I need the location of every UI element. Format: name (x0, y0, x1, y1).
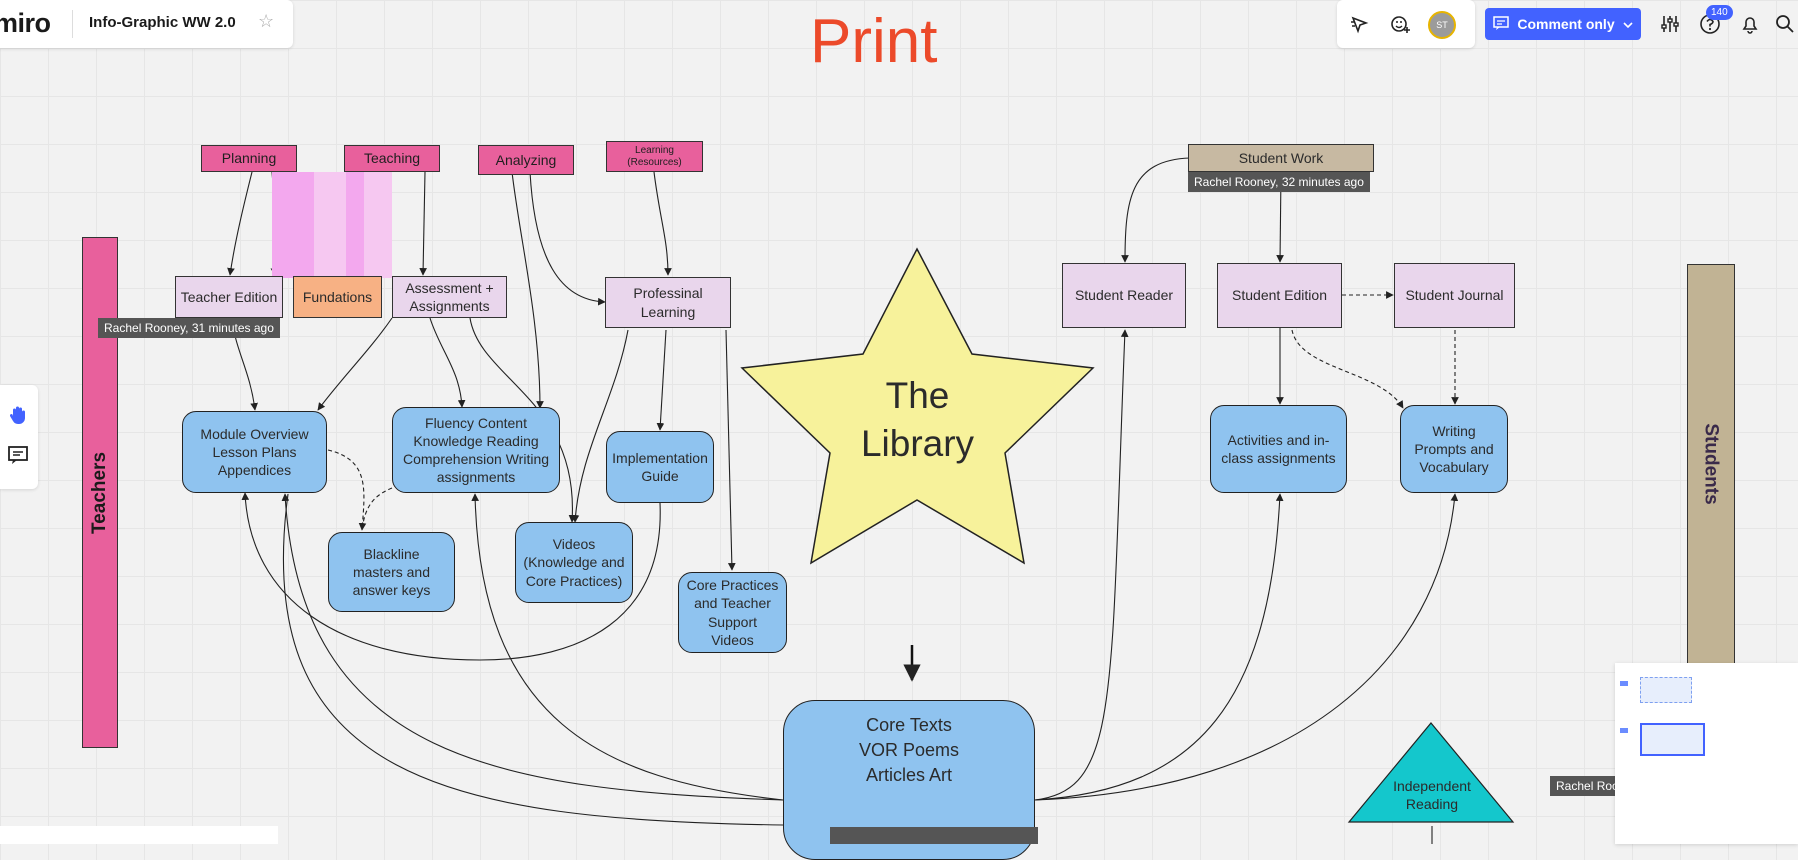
comment-icon (1493, 15, 1510, 33)
author-tooltip-student-work: Rachel Rooney, 32 minutes ago (1188, 172, 1370, 192)
module-overview-node[interactable]: Module Overview Lesson Plans Appendices (182, 411, 327, 493)
stripe-highlight-4 (364, 172, 392, 278)
student-edition-node[interactable]: Student Edition (1217, 263, 1342, 328)
assessment-node[interactable]: Assessment + Assignments (392, 276, 507, 318)
library-star-line2: Library (860, 423, 975, 464)
student-reader-node[interactable]: Student Reader (1062, 263, 1186, 328)
stripe-highlight-2 (314, 172, 346, 278)
stripe-highlight-1 (272, 172, 314, 278)
star-icon[interactable]: ☆ (258, 11, 275, 31)
minimap-frame-icon-2 (1620, 728, 1628, 733)
fundations-node[interactable]: Fundations (293, 276, 382, 318)
header-divider (72, 10, 73, 38)
teacher-edition-node[interactable]: Teacher Edition (175, 276, 283, 318)
hand-icon[interactable] (4, 401, 32, 429)
independent-reading-label[interactable]: Independent Reading (1393, 777, 1471, 812)
professional-learning-node[interactable]: Professinal Learning (605, 277, 731, 328)
left-toolbar (0, 385, 38, 489)
independent-reading-triangle (1347, 722, 1515, 823)
canvas-heading: Print (810, 7, 938, 76)
library-star-label[interactable]: The Library (830, 370, 1005, 470)
minimap-frame-2[interactable] (1640, 723, 1705, 756)
search-icon[interactable] (1772, 11, 1798, 37)
library-star-line1: The (885, 374, 950, 416)
help-badge: 140 (1706, 5, 1733, 20)
planning-node[interactable]: Planning (201, 145, 297, 172)
author-tooltip-right: Rachel Roo (1550, 776, 1625, 796)
activities-node[interactable]: Activities and in-class assignments (1210, 405, 1347, 493)
comment-only-button[interactable]: Comment only (1485, 8, 1641, 40)
stripe-highlight-3 (346, 172, 364, 278)
board-minimap[interactable] (1615, 663, 1798, 844)
bottom-author-tooltip (830, 827, 1038, 844)
student-work-node[interactable]: Student Work (1188, 144, 1374, 172)
analyzing-node[interactable]: Analyzing (478, 145, 574, 175)
blackline-masters-node[interactable]: Blackline masters and answer keys (328, 532, 455, 612)
students-bar[interactable]: Students (1687, 264, 1735, 664)
learning-resources-node[interactable]: Learning (Resources) (606, 141, 703, 172)
student-journal-node[interactable]: Student Journal (1394, 263, 1515, 328)
writing-prompts-node[interactable]: Writing Prompts and Vocabulary (1400, 405, 1508, 493)
chevron-down-icon (1623, 16, 1633, 32)
implementation-guide-node[interactable]: Implementation Guide (606, 431, 714, 503)
comment-only-label: Comment only (1517, 16, 1615, 32)
teaching-node[interactable]: Teaching (344, 145, 440, 172)
library-star-shape (740, 247, 1095, 565)
core-practices-node[interactable]: Core Practices and Teacher Support Video… (678, 572, 787, 653)
bottom-toolbar (0, 826, 278, 844)
teachers-label: Teachers (89, 451, 110, 534)
comment-tool-icon[interactable] (4, 441, 32, 469)
miro-logo[interactable]: miro (0, 8, 51, 38)
minimap-frame-1[interactable] (1640, 677, 1692, 703)
bell-icon[interactable] (1737, 11, 1763, 37)
minimap-frame-icon-1 (1620, 681, 1628, 686)
fluency-node[interactable]: Fluency Content Knowledge Reading Compre… (392, 407, 560, 493)
settings-sliders-icon[interactable] (1657, 11, 1683, 37)
add-user-icon[interactable] (1387, 11, 1413, 37)
students-label: Students (1701, 423, 1722, 505)
teachers-bar[interactable]: Teachers (82, 237, 118, 748)
author-tooltip-teacher-edition: Rachel Rooney, 31 minutes ago (98, 318, 280, 338)
user-avatar[interactable]: ST (1428, 11, 1456, 39)
board-header-panel: miro Info-Graphic WW 2.0 ☆ (0, 0, 293, 48)
videos-node[interactable]: Videos (Knowledge and Core Practices) (515, 522, 633, 603)
cursor-icon[interactable] (1347, 11, 1373, 37)
board-title[interactable]: Info-Graphic WW 2.0 (89, 14, 236, 31)
